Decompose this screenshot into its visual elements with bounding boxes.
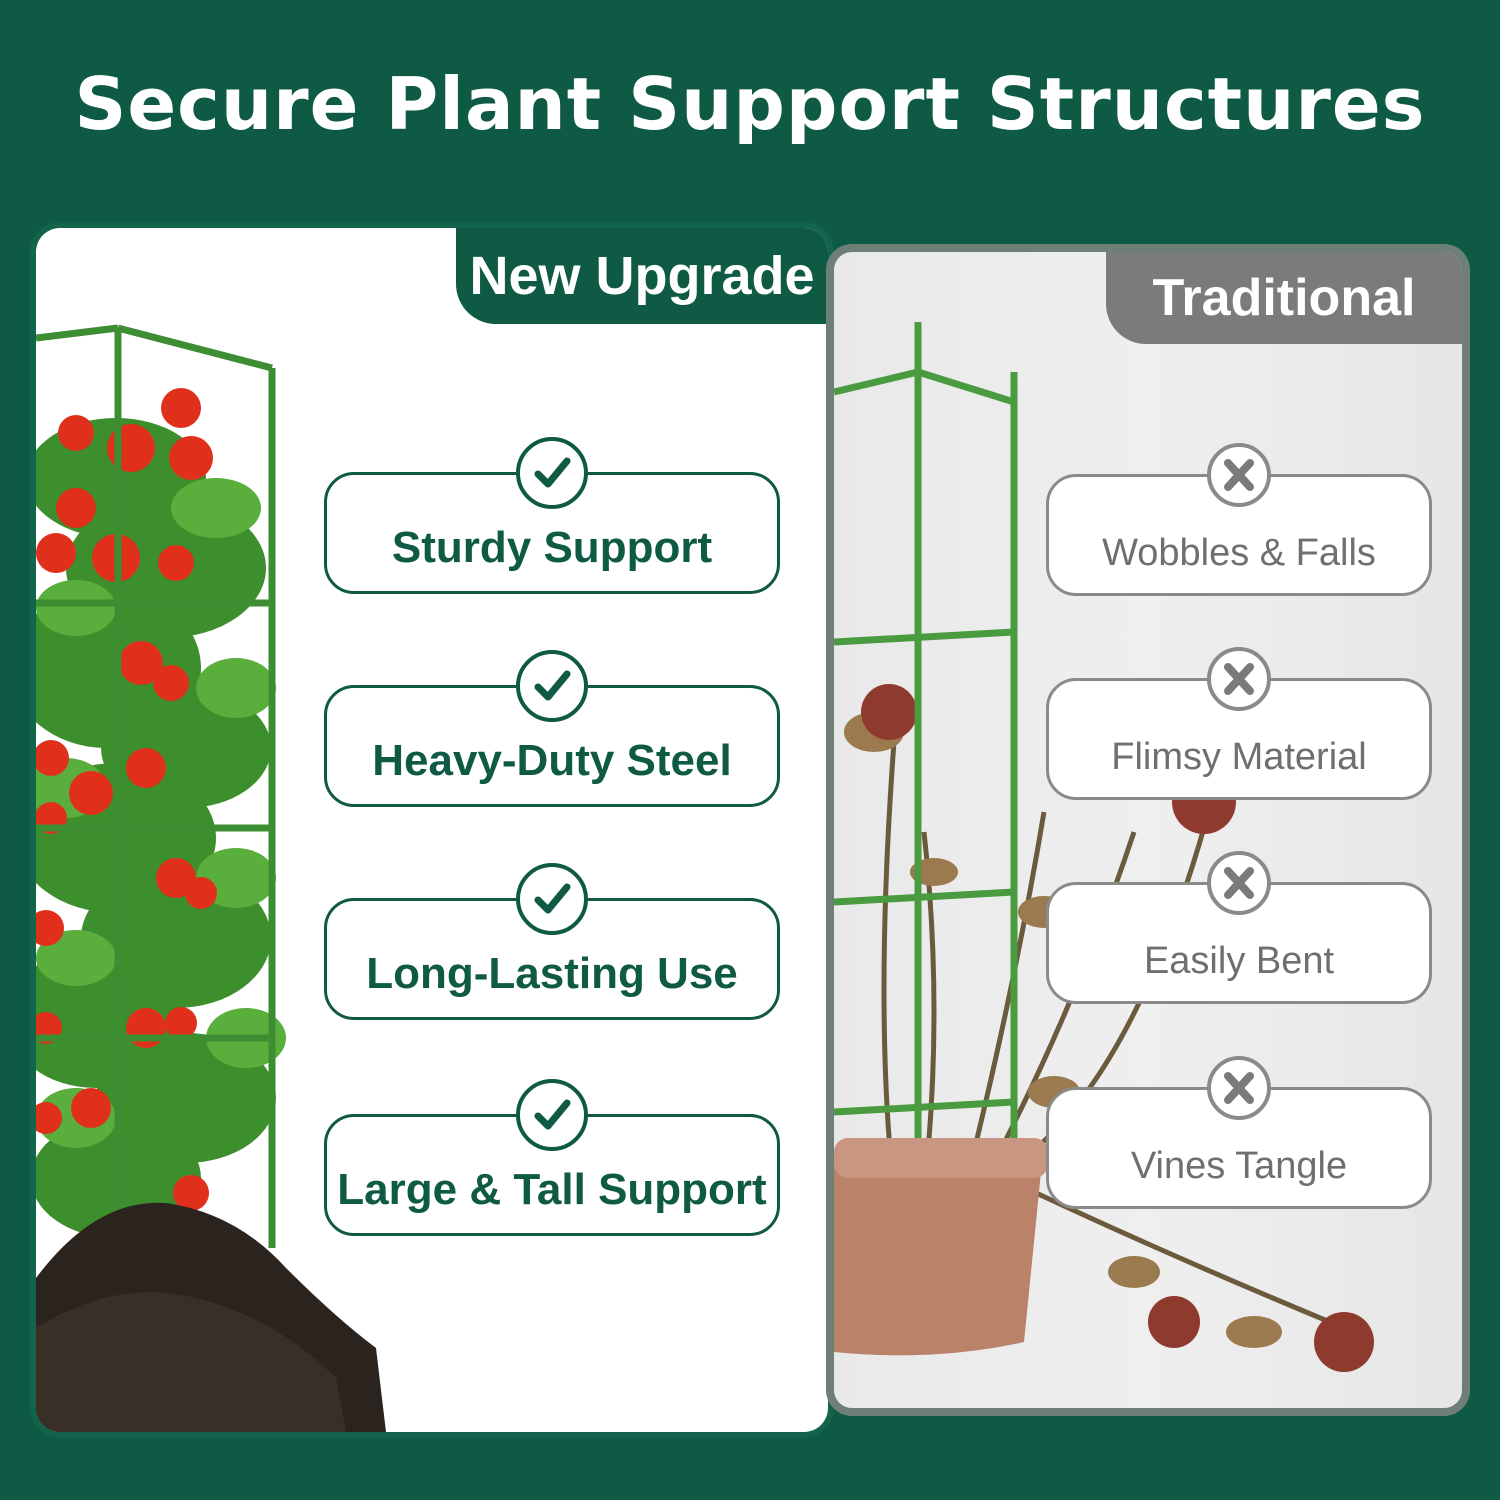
wilted-plant-illustration: [834, 322, 1374, 1372]
checkmark-icon: [516, 437, 588, 509]
feature-pill-good: Heavy-Duty Steel: [324, 650, 780, 807]
feature-label: Wobbles & Falls: [1102, 532, 1376, 574]
feature-pill-bad: Flimsy Material: [1046, 647, 1432, 800]
new-upgrade-tab: New Upgrade: [456, 228, 828, 324]
checkmark-icon: [516, 1079, 588, 1151]
x-mark-icon: [1207, 1056, 1271, 1120]
feature-pill-good: Sturdy Support: [324, 437, 780, 594]
checkmark-icon: [516, 650, 588, 722]
feature-pill-good: Large & Tall Support: [324, 1079, 780, 1236]
checkmark-icon: [516, 863, 588, 935]
traditional-card: Traditional: [826, 244, 1470, 1416]
feature-pill-bad: Wobbles & Falls: [1046, 443, 1432, 596]
traditional-tab: Traditional: [1106, 252, 1462, 344]
feature-pill-bad: Vines Tangle: [1046, 1056, 1432, 1209]
feature-label: Vines Tangle: [1130, 1145, 1348, 1187]
x-mark-icon: [1207, 851, 1271, 915]
x-mark-icon: [1207, 647, 1271, 711]
x-mark-icon: [1207, 443, 1271, 507]
feature-label: Large & Tall Support: [337, 1165, 767, 1214]
feature-label: Heavy-Duty Steel: [372, 736, 732, 785]
feature-label: Easily Bent: [1143, 940, 1335, 982]
new-upgrade-card: New Upgrade: [36, 228, 828, 1432]
feature-label: Long-Lasting Use: [366, 949, 738, 998]
page-title: Secure Plant Support Structures: [74, 62, 1426, 146]
feature-label: Flimsy Material: [1111, 736, 1367, 778]
feature-label: Sturdy Support: [391, 523, 713, 572]
feature-pill-good: Long-Lasting Use: [324, 863, 780, 1020]
tomato-cage-illustration: [36, 324, 386, 1432]
feature-pill-bad: Easily Bent: [1046, 851, 1432, 1004]
